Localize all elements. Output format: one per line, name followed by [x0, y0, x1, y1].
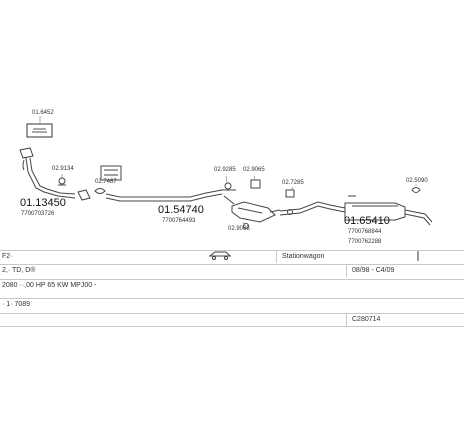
rubber-hanger-part[interactable]	[220, 182, 236, 191]
table-row: C280714	[0, 313, 464, 326]
part-number-label: 02.9134	[52, 166, 74, 172]
column-divider	[276, 251, 277, 263]
intermediate-pipe-part[interactable]	[279, 201, 346, 216]
table-row: 2,· TD, D® 08/98 - C4/09	[0, 264, 464, 277]
part-number-label: 02.9065	[228, 226, 250, 232]
part-number-label: 01.54740	[158, 204, 204, 216]
column-divider	[346, 314, 347, 326]
model-cell: F2·	[2, 253, 13, 260]
engine-spec-cell: 2080 ··,00 HP 65 KW MPJ00 -	[2, 282, 97, 289]
part-oe-number-label: 7700703726	[21, 211, 55, 217]
part-number-label: 02.9065	[243, 167, 265, 173]
rubber-hanger-part[interactable]	[411, 187, 421, 193]
production-date-cell: 08/98 - C4/09	[352, 267, 395, 274]
clamp-part[interactable]	[58, 177, 66, 186]
rubber-hanger-part[interactable]	[285, 189, 295, 198]
table-row: F2· Stationwagon	[0, 250, 464, 263]
part-oe-number-label: 7700762288	[348, 239, 382, 245]
clamp-part[interactable]	[287, 209, 293, 215]
engine-code-cell: · 1· 7089	[2, 301, 31, 308]
part-oe-number-label: 7700768844	[348, 229, 382, 235]
part-oe-number-label: 7700764493	[162, 218, 196, 224]
part-number-label: 02.7487	[95, 179, 117, 185]
car-icon	[209, 251, 231, 260]
part-number-label: 01.6452	[32, 110, 54, 116]
rubber-hanger-part[interactable]	[250, 179, 261, 189]
body-type-cell: Stationwagon	[282, 253, 325, 260]
gasket-kit-part[interactable]	[26, 123, 53, 138]
column-divider	[346, 265, 347, 277]
table-row: · 1· 7089	[0, 298, 464, 310]
middle-silencer-part[interactable]	[223, 195, 281, 223]
part-number-label: 02.7285	[282, 180, 304, 186]
center-pipe-part[interactable]	[105, 189, 223, 202]
part-number-label: 01.65410	[344, 215, 390, 227]
rear-silencer-part[interactable]	[344, 202, 433, 226]
heat-shield-part[interactable]	[100, 165, 122, 181]
front-pipe-part[interactable]	[19, 147, 76, 199]
part-number-label: 02.9285	[214, 167, 236, 173]
table-row: 2080 ··,00 HP 65 KW MPJ00 -	[0, 279, 464, 291]
catalog-code-cell: C280714	[352, 316, 381, 323]
connector-part[interactable]	[77, 188, 106, 201]
part-number-label: 02.5090	[406, 178, 428, 184]
engine-cell: 2,· TD, D®	[2, 267, 36, 274]
part-number-label: 01.13450	[20, 197, 66, 209]
clamp-part[interactable]	[243, 223, 249, 229]
table-bottom-border	[0, 326, 464, 327]
